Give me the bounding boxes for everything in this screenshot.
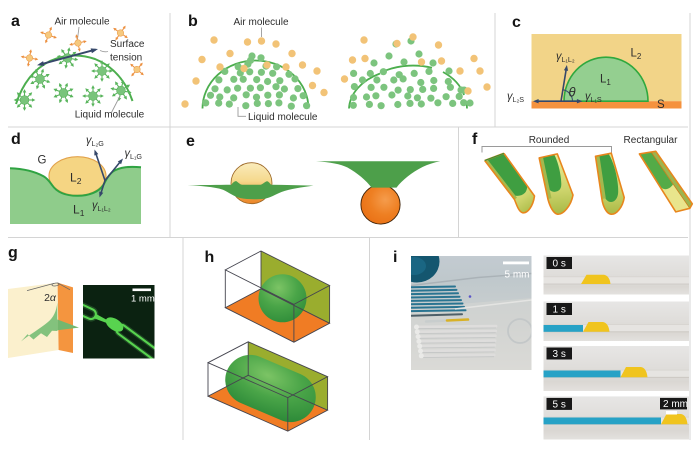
svg-text:γ: γ: [507, 91, 514, 103]
svg-text:L1: L1: [600, 74, 611, 88]
svg-text:1 mm: 1 mm: [131, 294, 155, 305]
svg-text:Liquid molecule: Liquid molecule: [248, 112, 318, 123]
svg-text:γ: γ: [125, 148, 132, 160]
svg-text:γ: γ: [92, 200, 99, 212]
svg-text:γ: γ: [86, 135, 93, 147]
svg-text:h: h: [205, 249, 215, 266]
svg-text:tension: tension: [110, 53, 142, 64]
svg-text:L₂S: L₂S: [513, 95, 525, 104]
svg-text:1 s: 1 s: [553, 305, 566, 316]
svg-text:Rectangular: Rectangular: [624, 135, 679, 146]
svg-text:f: f: [472, 131, 478, 148]
svg-text:L₁L₂: L₁L₂: [98, 204, 111, 213]
svg-text:Rounded: Rounded: [529, 135, 570, 146]
svg-text:L2: L2: [631, 48, 642, 62]
svg-text:L₁G: L₁G: [130, 152, 142, 161]
svg-text:θ: θ: [569, 85, 576, 100]
svg-text:G: G: [38, 155, 47, 167]
svg-text:b: b: [188, 13, 198, 30]
svg-text:L₁S: L₁S: [591, 95, 602, 104]
svg-text:Liquid molecule: Liquid molecule: [75, 110, 145, 121]
svg-text:L2: L2: [70, 171, 82, 187]
svg-text:i: i: [393, 249, 397, 266]
svg-text:L₁L₂: L₁L₂: [562, 55, 575, 64]
svg-text:c: c: [512, 14, 521, 31]
svg-text:e: e: [186, 133, 195, 150]
svg-text:L₂G: L₂G: [92, 139, 105, 148]
svg-text:3 s: 3 s: [553, 349, 566, 360]
svg-text:L1: L1: [73, 203, 85, 219]
svg-text:5 s: 5 s: [553, 399, 566, 410]
svg-text:Air molecule: Air molecule: [54, 17, 109, 28]
svg-text:d: d: [11, 131, 21, 148]
svg-text:5 mm: 5 mm: [505, 270, 530, 281]
svg-text:γ: γ: [556, 51, 563, 63]
svg-text:Air molecule: Air molecule: [233, 17, 288, 28]
svg-text:2α: 2α: [44, 292, 57, 304]
svg-text:S: S: [657, 99, 665, 111]
svg-text:g: g: [8, 245, 18, 262]
svg-text:γ: γ: [585, 91, 592, 103]
svg-text:a: a: [11, 13, 20, 30]
svg-text:Surface: Surface: [110, 39, 145, 50]
svg-text:0 s: 0 s: [553, 259, 566, 270]
svg-text:2 mm: 2 mm: [663, 399, 688, 410]
